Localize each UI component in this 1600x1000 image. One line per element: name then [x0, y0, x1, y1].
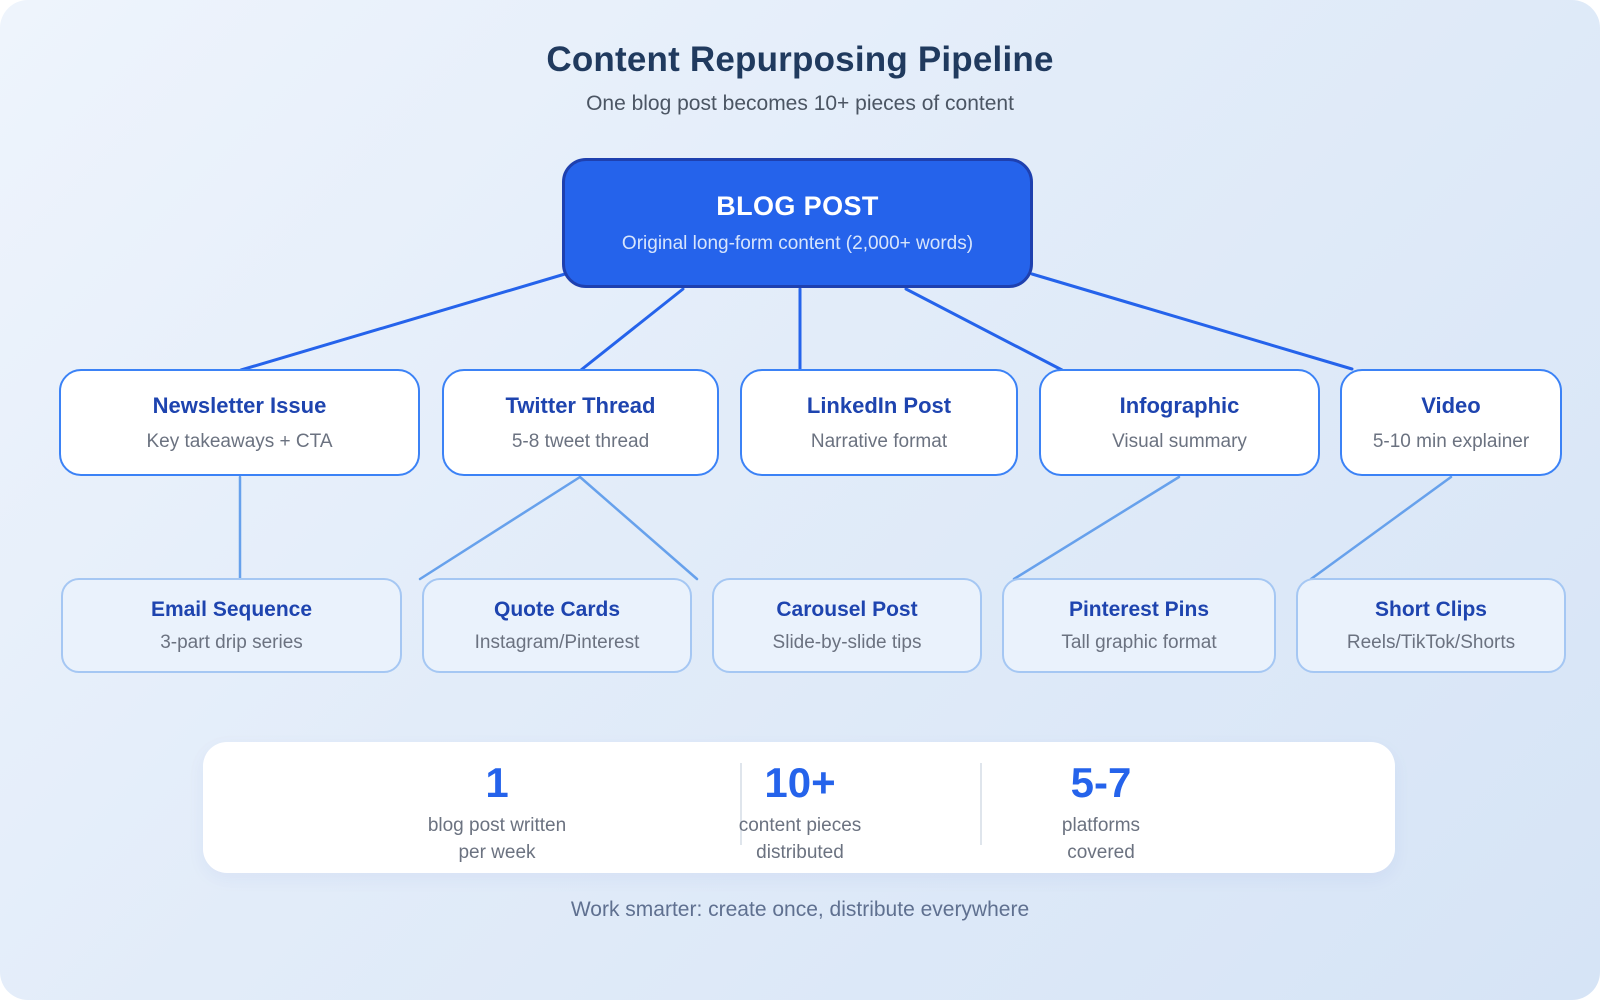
node-newsletter-issue: Newsletter Issue Key takeaways + CTA [59, 369, 420, 476]
stat-label: blog post written per week [427, 815, 567, 863]
stat-blog-posts: 1 blog post written per week [357, 760, 637, 866]
connector-infographic-pinterestpins [1012, 475, 1181, 581]
stat-divider [740, 763, 742, 845]
connector-blogpost-twitter [579, 287, 685, 372]
node-subtitle: Reels/TikTok/Shorts [1346, 631, 1516, 653]
stat-divider [980, 763, 982, 845]
node-title: Email Sequence [150, 597, 313, 621]
connector-blogpost-newsletter [239, 272, 567, 372]
node-video: Video 5-10 min explainer [1340, 369, 1562, 476]
node-blog-post: BLOG POST Original long-form content (2,… [562, 158, 1033, 288]
node-quote-cards: Quote Cards Instagram/Pinterest [422, 578, 692, 673]
node-subtitle: Visual summary [1112, 430, 1247, 452]
node-subtitle: Slide-by-slide tips [772, 631, 922, 653]
node-carousel-post: Carousel Post Slide-by-slide tips [712, 578, 982, 673]
node-title: BLOG POST [716, 191, 879, 221]
node-subtitle: 3-part drip series [160, 631, 303, 653]
stat-label: content pieces distributed [738, 815, 862, 863]
node-subtitle: Key takeaways + CTA [146, 430, 333, 452]
connector-blogpost-infographic [904, 287, 1064, 372]
node-subtitle: Tall graphic format [1061, 631, 1217, 653]
stat-value: 5-7 [1070, 759, 1132, 806]
stat-content-pieces: 10+ content pieces distributed [660, 760, 940, 866]
node-pinterest-pins: Pinterest Pins Tall graphic format [1002, 578, 1276, 673]
node-subtitle: 5-10 min explainer [1372, 430, 1530, 452]
node-subtitle: Original long-form content (2,000+ words… [621, 233, 974, 254]
stats-panel: 1 blog post written per week 10+ content… [203, 742, 1395, 873]
node-title: Pinterest Pins [1068, 597, 1210, 621]
connector-blogpost-video [1030, 272, 1354, 371]
node-title: Short Clips [1374, 597, 1487, 621]
node-title: Quote Cards [493, 597, 621, 621]
node-title: Carousel Post [776, 597, 918, 621]
node-twitter-thread: Twitter Thread 5-8 tweet thread [442, 369, 719, 476]
page-subtitle: One blog post becomes 10+ pieces of cont… [586, 92, 1014, 115]
node-title: Video [1421, 392, 1481, 418]
node-subtitle: Instagram/Pinterest [474, 631, 640, 653]
page-title: Content Repurposing Pipeline [546, 40, 1054, 79]
connector-video-shortclips [1309, 475, 1453, 581]
footer-note: Work smarter: create once, distribute ev… [570, 898, 1030, 921]
node-email-sequence: Email Sequence 3-part drip series [61, 578, 402, 673]
node-title: Twitter Thread [505, 392, 656, 418]
node-infographic: Infographic Visual summary [1039, 369, 1320, 476]
node-subtitle: Narrative format [810, 430, 948, 452]
stat-label: platforms covered [1061, 815, 1141, 863]
node-short-clips: Short Clips Reels/TikTok/Shorts [1296, 578, 1566, 673]
connector-twitter-quotecards [418, 475, 582, 581]
stat-platforms: 5-7 platforms covered [961, 760, 1241, 866]
stat-value: 1 [485, 759, 509, 806]
node-title: Infographic [1119, 392, 1240, 418]
connector-twitter-carouselpost [578, 475, 699, 581]
node-linkedin-post: LinkedIn Post Narrative format [740, 369, 1018, 476]
node-title: LinkedIn Post [806, 392, 952, 418]
node-title: Newsletter Issue [152, 392, 327, 418]
node-subtitle: 5-8 tweet thread [511, 430, 650, 452]
stat-value: 10+ [764, 759, 836, 806]
